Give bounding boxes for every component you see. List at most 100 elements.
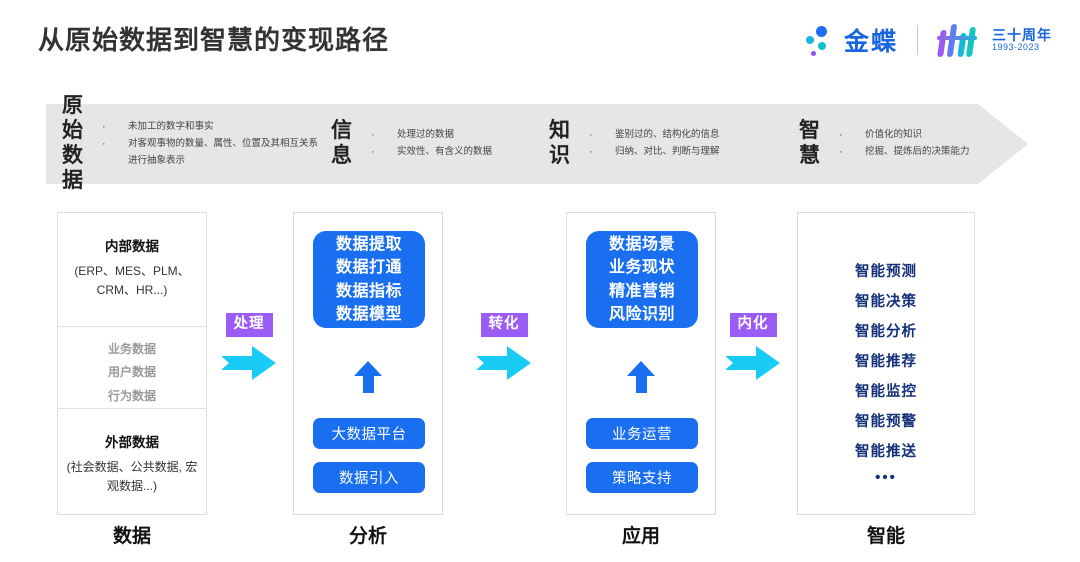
anniversary-years: 1993-2023: [992, 41, 1040, 52]
anniversary-label: 三十周年: [992, 26, 1052, 43]
application-pill-strategy: 策略支持: [586, 462, 698, 493]
bullet-dot-icon: ·: [589, 128, 593, 141]
banner-item-label: 信 息: [331, 119, 352, 167]
column-application: 数据场景 业务现状 精准营销 风险识别 业务运营 策略支持: [566, 212, 716, 515]
banner-bullet-text: 价值化的知识: [865, 128, 923, 140]
brand-name: 金蝶: [843, 28, 898, 56]
column-data: 内部数据 (ERP、MES、PLM、CRM、HR...) 业务数据 用户数据 行…: [57, 212, 207, 515]
banner-item-bullets: · 价值化的知识 · 挖掘、提炼后的决策能力: [839, 127, 970, 161]
banner-bullet: · 价值化的知识: [839, 127, 970, 144]
connector-transform: 转化: [474, 313, 534, 380]
banner-bullet: · 对客观事物的数量、属性、位置及其相互关系进行抽象表示: [102, 136, 318, 169]
banner-item-label: 智 慧: [799, 119, 820, 167]
brand-logo: 金蝶 三十周年 1993-2023: [805, 20, 1052, 60]
internal-data-section: 内部数据 (ERP、MES、PLM、CRM、HR...): [58, 213, 206, 326]
connector-badge-label: 转化: [480, 313, 528, 337]
application-card: 数据场景 业务现状 精准营销 风险识别: [586, 231, 698, 328]
banner-bullet-text: 未加工的数字和事实: [128, 121, 214, 133]
banner-bullet-text: 归纳、对比、判断与理解: [615, 146, 720, 157]
analysis-pill-ingest: 数据引入: [313, 462, 425, 493]
column-caption-analysis: 分析: [348, 526, 387, 547]
column-intelligence: 智能预测 智能决策 智能分析 智能推荐 智能监控 智能预警 智能推送 •••: [797, 212, 975, 515]
right-arrow-icon: [725, 345, 780, 380]
up-arrow-icon: [354, 361, 382, 393]
application-card-line: 数据场景: [608, 236, 675, 254]
right-arrow-icon: [476, 345, 531, 380]
analysis-card: 数据提取 数据打通 数据指标 数据模型: [313, 231, 425, 328]
analysis-card-line: 数据打通: [335, 259, 402, 277]
banner-bullet: · 挖掘、提炼后的决策能力: [839, 144, 970, 161]
analysis-card-line: 数据指标: [335, 282, 402, 300]
connector-internalize: 内化: [723, 313, 783, 380]
banner-background: [46, 104, 978, 184]
application-pill-operations: 业务运营: [586, 418, 698, 449]
connector-process: 处理: [219, 313, 279, 380]
banner-bullet: · 鉴别过的、结构化的信息: [589, 127, 720, 144]
application-card-line: 风险识别: [608, 305, 675, 323]
external-data-title: 外部数据: [105, 435, 159, 450]
intelligence-item: 智能分析: [855, 324, 917, 340]
application-card-line: 业务现状: [608, 259, 675, 277]
bullet-dot-icon: ·: [839, 128, 843, 141]
banner-item-bullets: · 处理过的数据 · 实效性、有含义的数据: [371, 127, 492, 161]
data-type-item: 用户数据: [107, 365, 156, 380]
column-caption-application: 应用: [621, 526, 660, 547]
banner-bullet: · 处理过的数据: [371, 127, 492, 144]
banner-bullet-text: 处理过的数据: [397, 128, 455, 140]
application-card-line: 精准营销: [608, 282, 675, 300]
column-caption-data: 数据: [112, 526, 151, 547]
internal-data-title: 内部数据: [105, 239, 159, 254]
column-caption-intelligence: 智能: [866, 526, 905, 547]
external-data-section: 外部数据 (社会数据、公共数据, 宏观数据...): [58, 409, 206, 496]
banner-bullet: · 归纳、对比、判断与理解: [589, 144, 720, 161]
connector-badge-label: 处理: [225, 313, 273, 337]
banner-bullet-text: 鉴别过的、结构化的信息: [615, 128, 720, 140]
banner-item-wisdom: 智 慧 · 价值化的知识 · 挖掘、提炼后的决策能力: [799, 104, 970, 184]
anniversary-mark-icon: [937, 23, 977, 57]
right-arrow-icon: [221, 345, 276, 380]
kingdee-dots-icon: [805, 23, 835, 57]
banner-bullet-text: 实效性、有含义的数据: [397, 146, 493, 157]
banner-item-label: 原始 数据: [62, 94, 83, 192]
bullet-dot-icon: ·: [102, 138, 106, 151]
banner-item-bullets: · 未加工的数字和事实 · 对客观事物的数量、属性、位置及其相互关系进行抽象表示: [102, 119, 318, 169]
banner-item-bullets: · 鉴别过的、结构化的信息 · 归纳、对比、判断与理解: [589, 127, 720, 161]
bullet-dot-icon: ·: [589, 146, 593, 158]
intelligence-more-indicator: •••: [875, 469, 897, 486]
connector-badge-label: 内化: [729, 313, 777, 337]
intelligence-item: 智能推送: [855, 444, 917, 460]
intelligence-item: 智能决策: [855, 294, 917, 310]
column-analysis: 数据提取 数据打通 数据指标 数据模型 大数据平台 数据引入: [293, 212, 443, 515]
bullet-dot-icon: ·: [102, 121, 106, 134]
external-data-sources: (社会数据、公共数据, 宏观数据...): [66, 460, 198, 494]
intelligence-item: 智能预测: [855, 264, 917, 280]
banner-item-information: 信 息 · 处理过的数据 · 实效性、有含义的数据: [331, 104, 492, 184]
banner-item-raw-data: 原始 数据 · 未加工的数字和事实 · 对客观事物的数量、属性、位置及其相互关系…: [62, 94, 318, 191]
banner-bullet-text: 挖掘、提炼后的决策能力: [865, 146, 970, 157]
banner-bullet: · 实效性、有含义的数据: [371, 144, 492, 161]
page-title: 从原始数据到智慧的变现路径: [38, 25, 390, 55]
banner-bullet: · 未加工的数字和事实: [102, 119, 318, 136]
data-type-item: 业务数据: [107, 342, 156, 356]
bullet-dot-icon: ·: [839, 146, 843, 158]
intelligence-list: 智能预测 智能决策 智能分析 智能推荐 智能监控 智能预警 智能推送 •••: [798, 257, 974, 486]
up-arrow-icon: [627, 361, 655, 393]
banner-arrow-tip: [978, 104, 1028, 184]
analysis-pill-platform: 大数据平台: [313, 418, 425, 449]
data-type-item: 行为数据: [107, 388, 156, 403]
internal-data-sources: (ERP、MES、PLM、CRM、HR...): [74, 264, 190, 298]
analysis-card-line: 数据模型: [335, 305, 402, 323]
dikw-banner: 原始 数据 · 未加工的数字和事实 · 对客观事物的数量、属性、位置及其相互关系…: [46, 94, 1028, 192]
banner-item-label: 知 识: [549, 119, 570, 167]
bullet-dot-icon: ·: [371, 146, 375, 158]
intelligence-item: 智能预警: [855, 414, 917, 430]
banner-bullet-text: 对客观事物的数量、属性、位置及其相互关系进行抽象表示: [128, 138, 319, 166]
intelligence-item: 智能推荐: [855, 354, 917, 370]
logo-divider: [917, 25, 918, 55]
banner-item-knowledge: 知 识 · 鉴别过的、结构化的信息 · 归纳、对比、判断与理解: [549, 104, 720, 184]
anniversary-text: 三十周年 1993-2023: [992, 28, 1052, 52]
data-types-section: 业务数据 用户数据 行为数据: [58, 326, 206, 409]
bullet-dot-icon: ·: [371, 128, 375, 141]
analysis-card-line: 数据提取: [335, 236, 402, 254]
intelligence-item: 智能监控: [855, 384, 917, 400]
